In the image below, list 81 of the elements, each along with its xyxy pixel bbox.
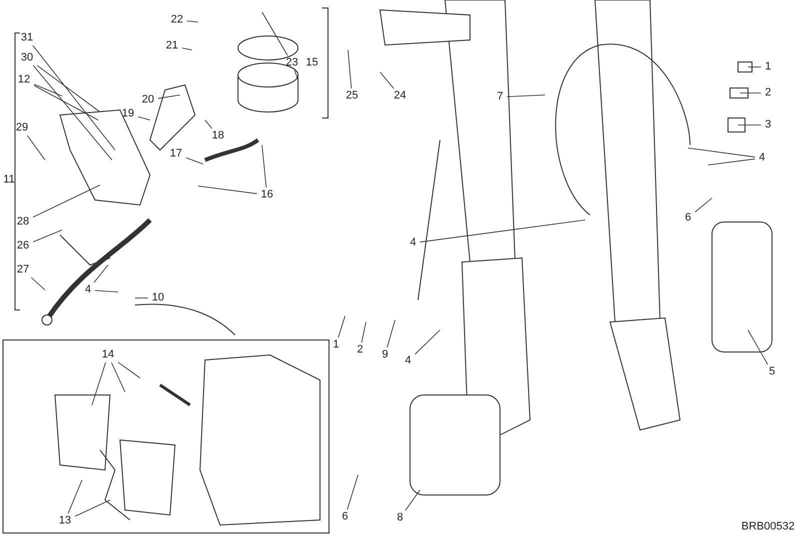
callout-number: 22	[170, 14, 184, 26]
callout-number: 4	[84, 284, 92, 296]
drawing-code: BRB00532	[740, 522, 796, 532]
callout-number: 24	[392, 90, 408, 102]
leader-line	[380, 72, 394, 89]
leader-line	[740, 92, 762, 94]
leader-line	[34, 85, 98, 120]
callout-number: 4	[758, 152, 766, 164]
leader-line	[361, 322, 366, 343]
callout-number: 1	[332, 340, 340, 350]
leader-line	[32, 45, 116, 150]
leader-line	[94, 290, 118, 292]
leader-line	[294, 70, 298, 80]
callout-number: 29	[14, 122, 30, 134]
callout-number: 2	[356, 344, 364, 356]
callout-number: 27	[16, 264, 30, 276]
leader-line	[348, 50, 352, 89]
leader-line	[32, 184, 100, 218]
leader-line	[262, 12, 288, 56]
callout-number: 25	[344, 90, 360, 102]
leader-line	[748, 330, 768, 365]
leader-line	[688, 148, 756, 158]
leader-line	[74, 500, 110, 517]
leader-line	[94, 264, 108, 283]
leader-line	[92, 362, 106, 406]
callout-number: 10	[150, 292, 166, 304]
callout-number: 23	[284, 58, 300, 68]
callout-number: 9	[380, 350, 390, 360]
leader-line	[118, 362, 140, 378]
callout-number: 21	[164, 40, 180, 52]
callout-number: 26	[16, 240, 30, 252]
leader-line	[30, 277, 46, 290]
leader-line	[36, 65, 100, 112]
callout-number: 28	[16, 216, 30, 228]
callout-number: 1	[764, 62, 772, 72]
callout-number: 30	[20, 52, 34, 64]
callout-number: 7	[496, 92, 504, 102]
callout-number: 15	[304, 58, 320, 68]
callout-number: 31	[20, 32, 34, 44]
leader-line	[138, 116, 150, 120]
callout-number: 14	[100, 350, 116, 360]
leader-line	[182, 48, 192, 50]
leader-line	[386, 320, 396, 348]
leader-line	[158, 94, 180, 99]
callout-number: 2	[764, 88, 772, 98]
callout-number: 3	[764, 120, 772, 130]
leader-line	[748, 66, 762, 68]
callout-number: 16	[260, 190, 274, 200]
leader-line	[708, 158, 756, 166]
callout-number: 18	[210, 130, 226, 142]
callout-number: 19	[120, 108, 136, 120]
callout-number: 5	[768, 366, 776, 378]
leader-line	[27, 135, 46, 160]
callout-number: 20	[140, 94, 156, 106]
leader-line	[32, 65, 112, 160]
callout-number: 4	[404, 356, 412, 366]
leader-line	[420, 220, 586, 242]
leader-line	[506, 94, 546, 98]
callout-number: 11	[2, 174, 16, 186]
callout-number: 17	[168, 148, 184, 160]
callout-number: 8	[396, 512, 404, 524]
leader-line	[68, 480, 82, 514]
callout-number: 13	[58, 516, 72, 526]
leader-line	[262, 144, 267, 188]
leader-line	[694, 198, 712, 213]
leader-line	[414, 330, 440, 355]
leader-line	[204, 120, 212, 129]
leader-line	[111, 362, 126, 392]
leader-line	[346, 474, 358, 510]
callout-number: 6	[684, 212, 692, 224]
callout-number: 12	[16, 74, 32, 86]
leader-line	[738, 124, 762, 126]
leader-line	[198, 186, 258, 194]
leader-line	[186, 157, 204, 164]
leader-line	[34, 84, 62, 96]
leader-line	[186, 20, 198, 22]
callout-number: 4	[408, 238, 418, 248]
leader-line	[338, 316, 346, 338]
callout-number: 6	[340, 512, 350, 522]
leader-line	[404, 490, 420, 511]
leader-line	[32, 230, 62, 242]
